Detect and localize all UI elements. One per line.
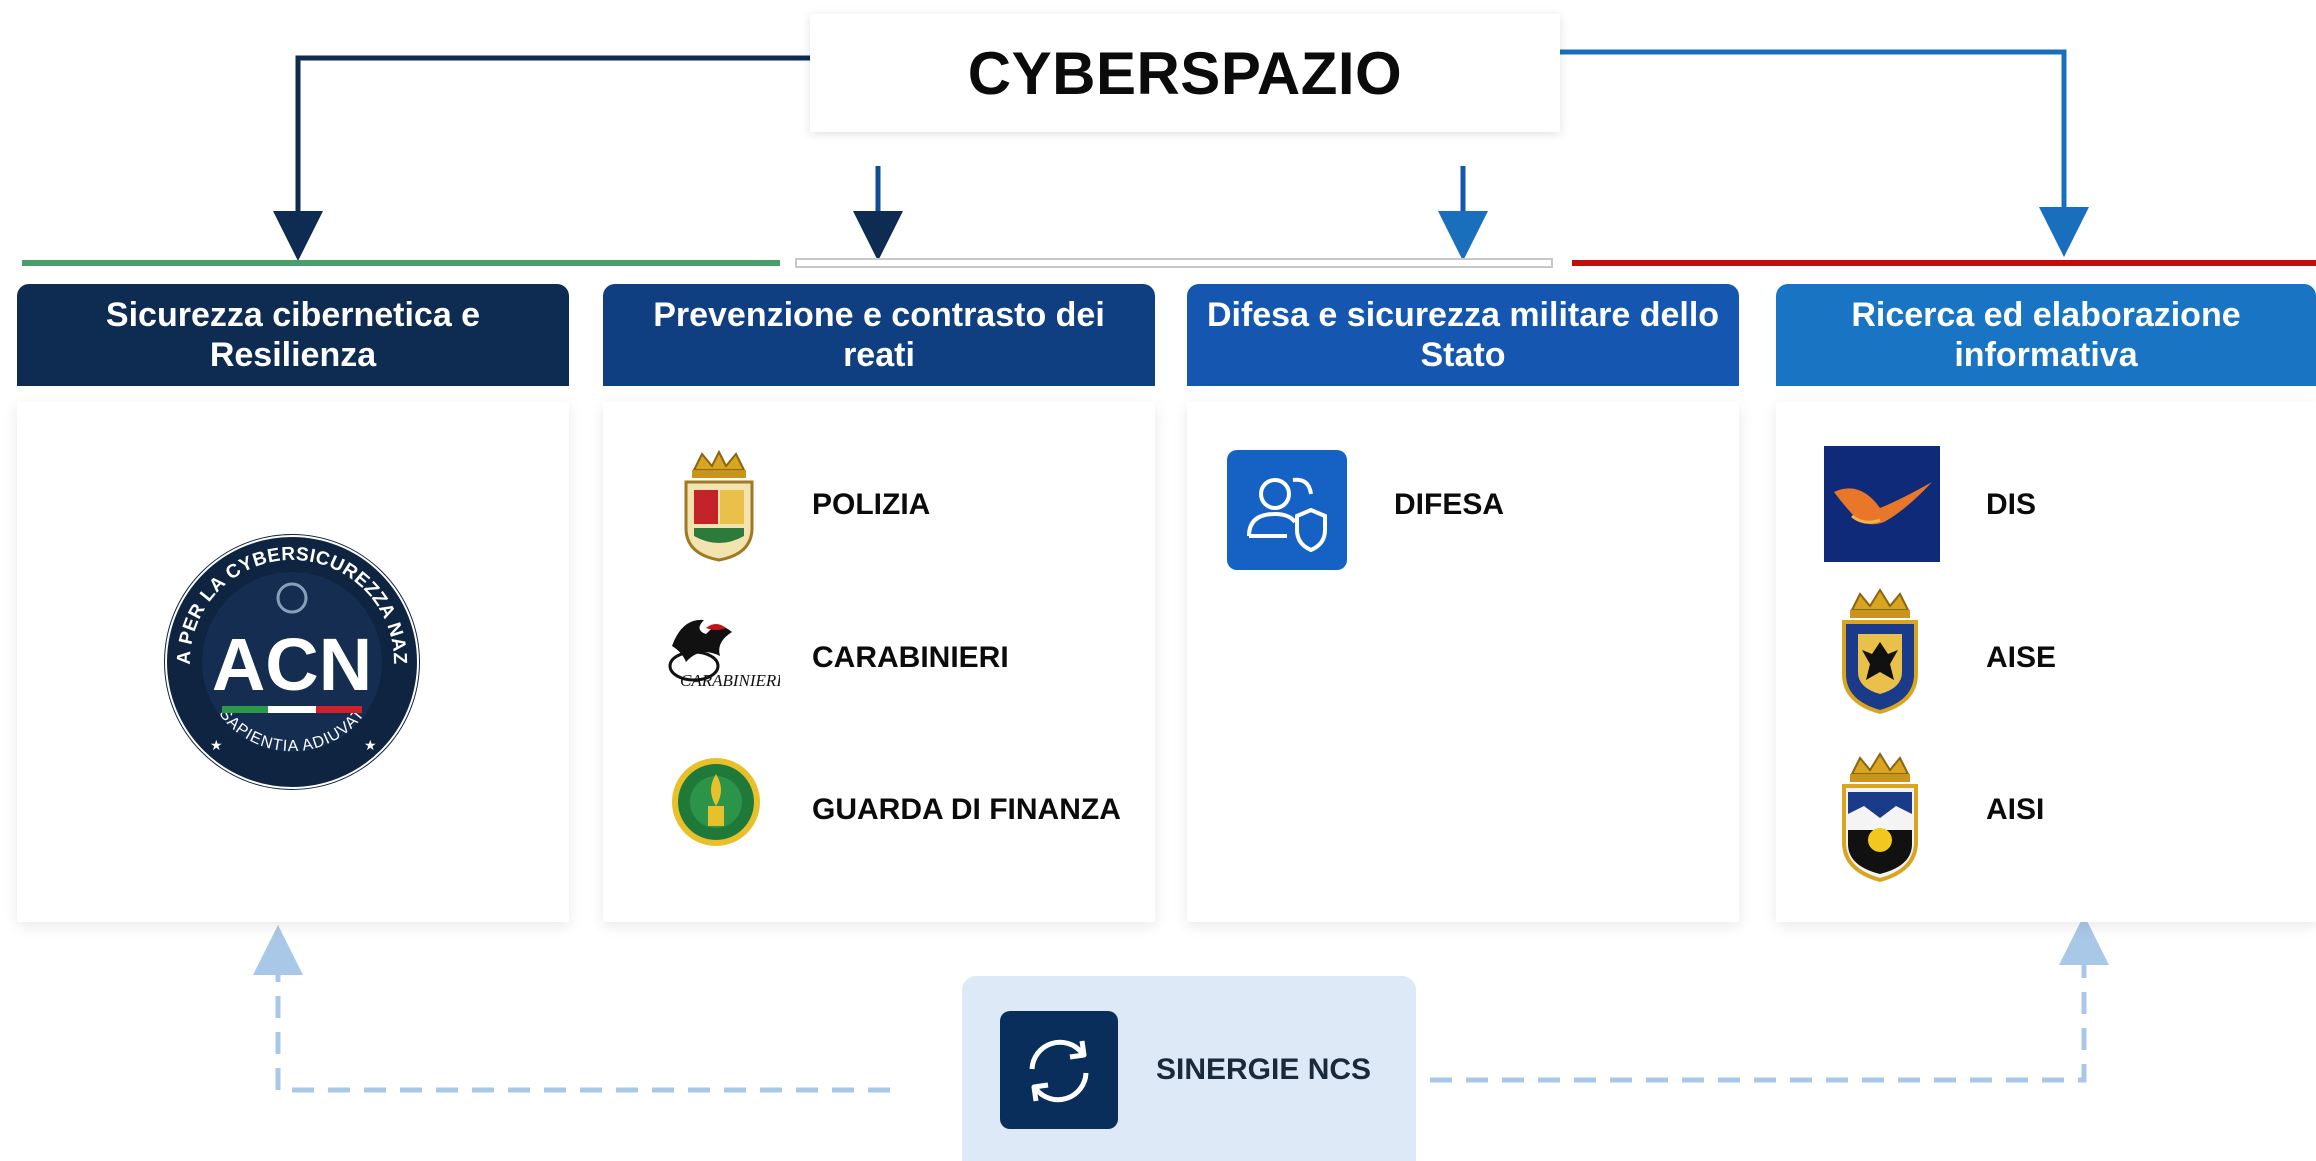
entry-dis: DIS <box>1986 488 2037 521</box>
entry-guardia-finanza: GUARDA DI FINANZA <box>812 793 1121 826</box>
column-header-ricerca: Ricerca ed elaborazione informativa <box>1776 284 2316 386</box>
svg-text:★: ★ <box>210 737 223 753</box>
guardia-finanza-emblem-icon <box>672 758 760 846</box>
aisi-crest-icon <box>1842 752 1918 883</box>
tricolor-bar-white <box>795 258 1553 268</box>
aise-crest-icon <box>1842 588 1918 715</box>
entry-difesa: DIFESA <box>1394 488 1505 521</box>
svg-text:★: ★ <box>364 737 377 753</box>
polizia-crest-icon <box>684 450 754 562</box>
people-shield-icon <box>1227 450 1347 570</box>
diagram-title: CYBERSPAZIO <box>810 14 1560 132</box>
column-header-sicurezza: Sicurezza cibernetica e Resilienza <box>17 284 569 386</box>
synergy-label: SINERGIE NCS <box>1156 1053 1372 1086</box>
acn-mark: ACN <box>212 623 372 706</box>
synergy-link-right <box>1430 915 2109 1083</box>
arrow-to-column-1 <box>273 55 810 261</box>
entry-polizia: POLIZIA <box>812 488 931 521</box>
dis-bird-icon <box>1824 446 1940 562</box>
column-header-difesa: Difesa e sicurezza militare dello Stato <box>1187 284 1739 386</box>
carabinieri-flame-icon: CARABINIERI <box>668 619 780 690</box>
acn-logo: AGENZIA PER LA CYBERSICUREZZA NAZIONALE … <box>160 530 420 790</box>
entry-aise: AISE <box>1986 641 2057 674</box>
sync-arrows-icon <box>1000 1011 1118 1129</box>
arrow-to-column-4 <box>1560 49 2089 257</box>
column-header-prevenzione: Prevenzione e contrasto dei reati <box>603 284 1155 386</box>
entry-carabinieri: CARABINIERI <box>812 641 1009 674</box>
synergy-link-left <box>253 925 890 1093</box>
entry-aisi: AISI <box>1986 793 2045 826</box>
carabinieri-logo-text: CARABINIERI <box>680 671 780 690</box>
